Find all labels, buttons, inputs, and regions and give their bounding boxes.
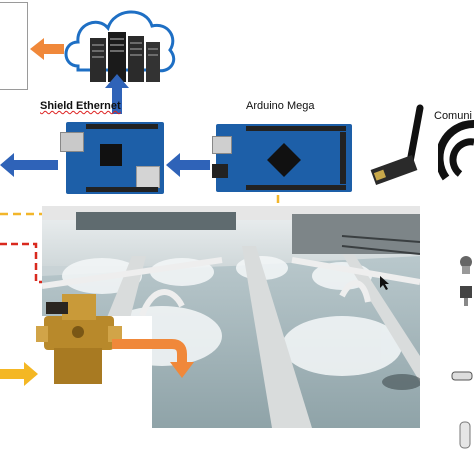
cloud-server-icon [64,10,176,82]
orange-arrow-out [112,339,194,378]
header-bottom [246,185,346,190]
aquaculture-raceway-photo [42,206,420,428]
orange-arrow-left [30,38,64,60]
usb-port [212,136,232,154]
sd-slot [136,166,160,188]
sensor-icon-4 [459,421,471,449]
header-pins-top [86,124,158,129]
wireless-antenna-module [370,104,424,186]
arduino-mega-board [212,124,352,192]
arduino-mega-label: Arduino Mega [246,100,315,112]
sensor-icon-3 [451,371,473,381]
brass-valve [36,294,122,384]
raceway-scene [42,206,420,428]
shield-ethernet-label: Shield Ethernet [40,100,121,112]
wifi-signal-icon [438,119,474,181]
mcu-chip [267,143,301,177]
ethernet-shield-board [60,122,164,194]
orange-arrow-in [0,362,38,386]
sensor-icon-2 [460,286,472,306]
sensor-icon-1 [460,256,472,274]
blue-arrow-left [0,153,58,177]
chip [100,144,122,166]
ethernet-port [60,132,84,152]
blue-arrow-up [105,74,129,114]
header-top [246,126,346,131]
monitor-box [0,2,28,90]
shield-label-text: Shield Ethernet [40,100,121,112]
blue-arrow-left-arduino [166,153,210,177]
header-pins-bottom [86,187,158,192]
power-jack [212,164,228,178]
mouse-cursor-icon [380,276,389,290]
comunication-label: Comuni [434,110,472,122]
header-right [340,132,346,184]
